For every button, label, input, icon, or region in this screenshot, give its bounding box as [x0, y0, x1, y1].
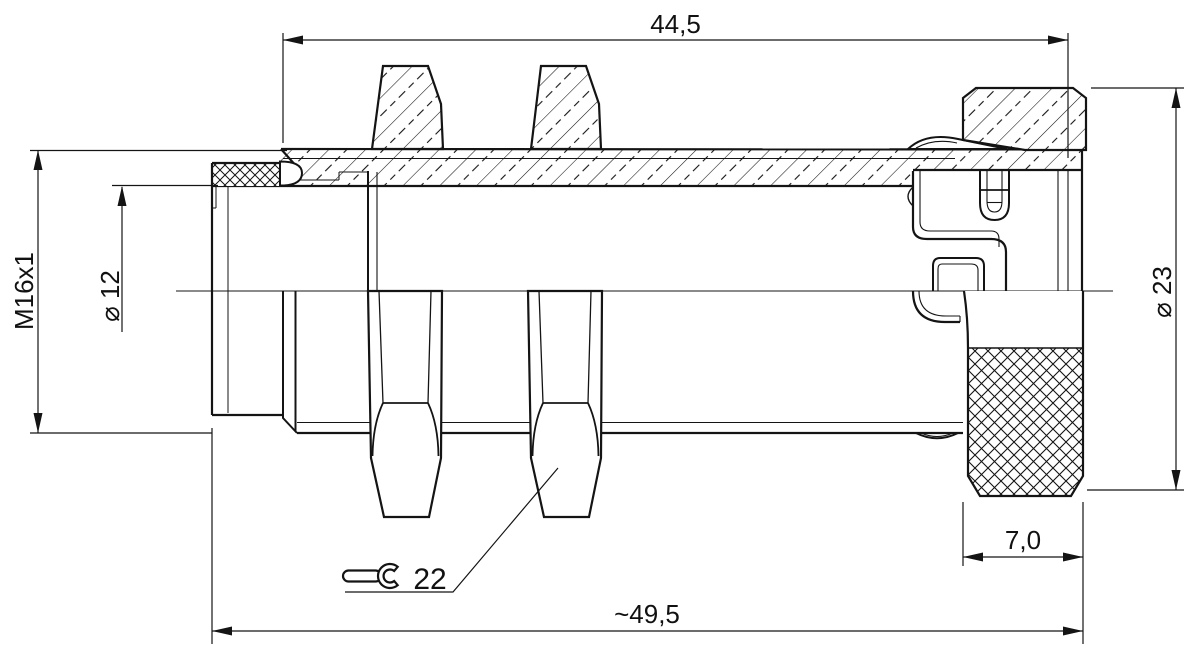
wave-washer-inner-line	[915, 140, 958, 149]
dim-front-diameter-label: ⌀ 12	[95, 270, 125, 322]
head-internal-structure	[907, 150, 1084, 291]
dim-knurl-width	[962, 502, 1084, 644]
dim-front-diameter	[112, 184, 218, 332]
knurl-pattern	[968, 348, 1083, 496]
dim-head-diameter	[1087, 87, 1184, 491]
coupling-ring	[962, 290, 1085, 498]
dim-top-length-label: 44,5	[650, 9, 701, 39]
hex-nut-b-silhouette	[526, 289, 604, 519]
dim-knurl-width-label: 7,0	[1005, 525, 1041, 555]
part-geometry	[176, 64, 1113, 519]
hex-head-section	[961, 86, 1088, 152]
hex-nut-a-section	[370, 64, 445, 151]
dim-thread-label: M16x1	[9, 252, 39, 330]
thread-section-hatch	[281, 149, 1082, 186]
dim-overall-length	[211, 428, 1083, 644]
sleeve-inner-lines	[212, 186, 229, 413]
dimensioning	[30, 33, 1184, 644]
dim-top-length	[282, 33, 1069, 158]
hex-nut-a-silhouette	[366, 289, 444, 519]
hex-nut-b-section	[529, 64, 603, 151]
front-collar-hatch	[212, 163, 280, 186]
wrench-icon	[341, 562, 400, 590]
wave-washer	[905, 136, 1008, 150]
sleeve-step-chamfer	[282, 291, 298, 434]
dim-overall-length-label: ~49,5	[614, 599, 680, 629]
retaining-spring	[911, 290, 961, 440]
wrench-size-label: 22	[413, 563, 446, 596]
wrench-callout-leader	[345, 467, 559, 593]
dim-head-diameter-label: ⌀ 23	[1147, 266, 1177, 318]
crimped-lip	[279, 160, 304, 187]
dim-thread	[30, 149, 287, 434]
inner-tube-step	[299, 171, 368, 181]
